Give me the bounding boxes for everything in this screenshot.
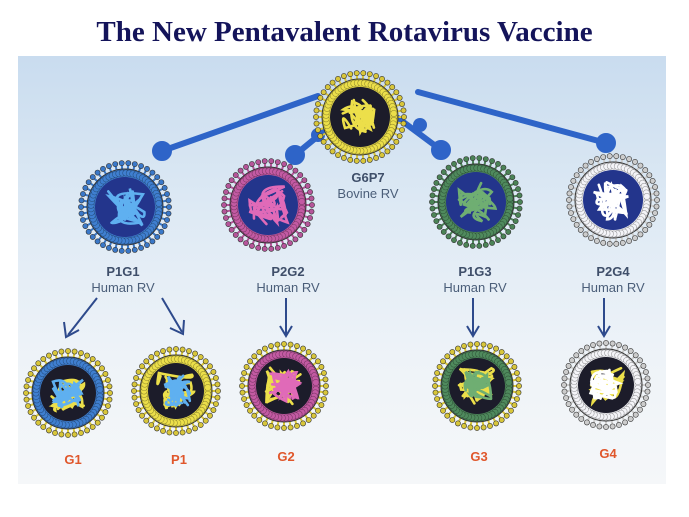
human-virus-p2g2 [221,158,315,252]
strain-type-p2g2: Human RV [256,280,320,295]
bovine-code: G6P7 [351,170,385,185]
reassortant-virus-g2 [239,341,329,431]
arrow-p1 [161,297,183,333]
strain-type-p2g4: Human RV [581,280,645,295]
connector-dot-p2g2-b [285,145,305,165]
connector-dot-p1g3-a [413,118,427,132]
reassortant-virus-g4 [561,340,651,430]
strain-label-p1g3: P1G3 Human RV [420,264,530,296]
strain-label-p2g2: P2G2 Human RV [233,264,343,296]
bovine-type: Bovine RV [337,186,399,201]
reassortant-label-g4: G4 [599,446,617,461]
strain-code-p1g3: P1G3 [458,264,492,279]
connector-dot-p2g4 [596,133,616,153]
reassortant-virus-g3 [432,341,522,431]
connector-dot-p1g3-b [431,140,451,160]
arrow-g1 [67,297,98,336]
bovine-label: G6P7 Bovine RV [313,170,423,202]
strain-type-p1g1: Human RV [91,280,155,295]
human-virus-p1g1 [78,160,172,254]
reassortant-label-p1: P1 [171,452,187,467]
strain-code-p1g1: P1G1 [106,264,140,279]
strain-label-p2g4: P2G4 Human RV [558,264,668,296]
reassortant-label-g3: G3 [470,449,488,464]
reassortant-label-g1: G1 [64,452,82,467]
reassortant-virus-g1 [23,348,113,438]
reassortant-virus-p1 [131,346,221,436]
bovine-virus-g6p7 [313,70,407,164]
strain-code-p2g4: P2G4 [596,264,630,279]
reassortant-label-g2: G2 [277,449,295,464]
human-virus-p2g4 [566,153,660,247]
strain-label-p1g1: P1G1 Human RV [68,264,178,296]
strain-type-p1g3: Human RV [443,280,507,295]
strain-code-p2g2: P2G2 [271,264,305,279]
connector-p1g1 [159,93,321,154]
connector-dot-p1g1 [152,141,172,161]
human-virus-p1g3 [429,155,523,249]
page-title: The New Pentavalent Rotavirus Vaccine [96,16,593,48]
connector-p2g4 [415,89,609,146]
